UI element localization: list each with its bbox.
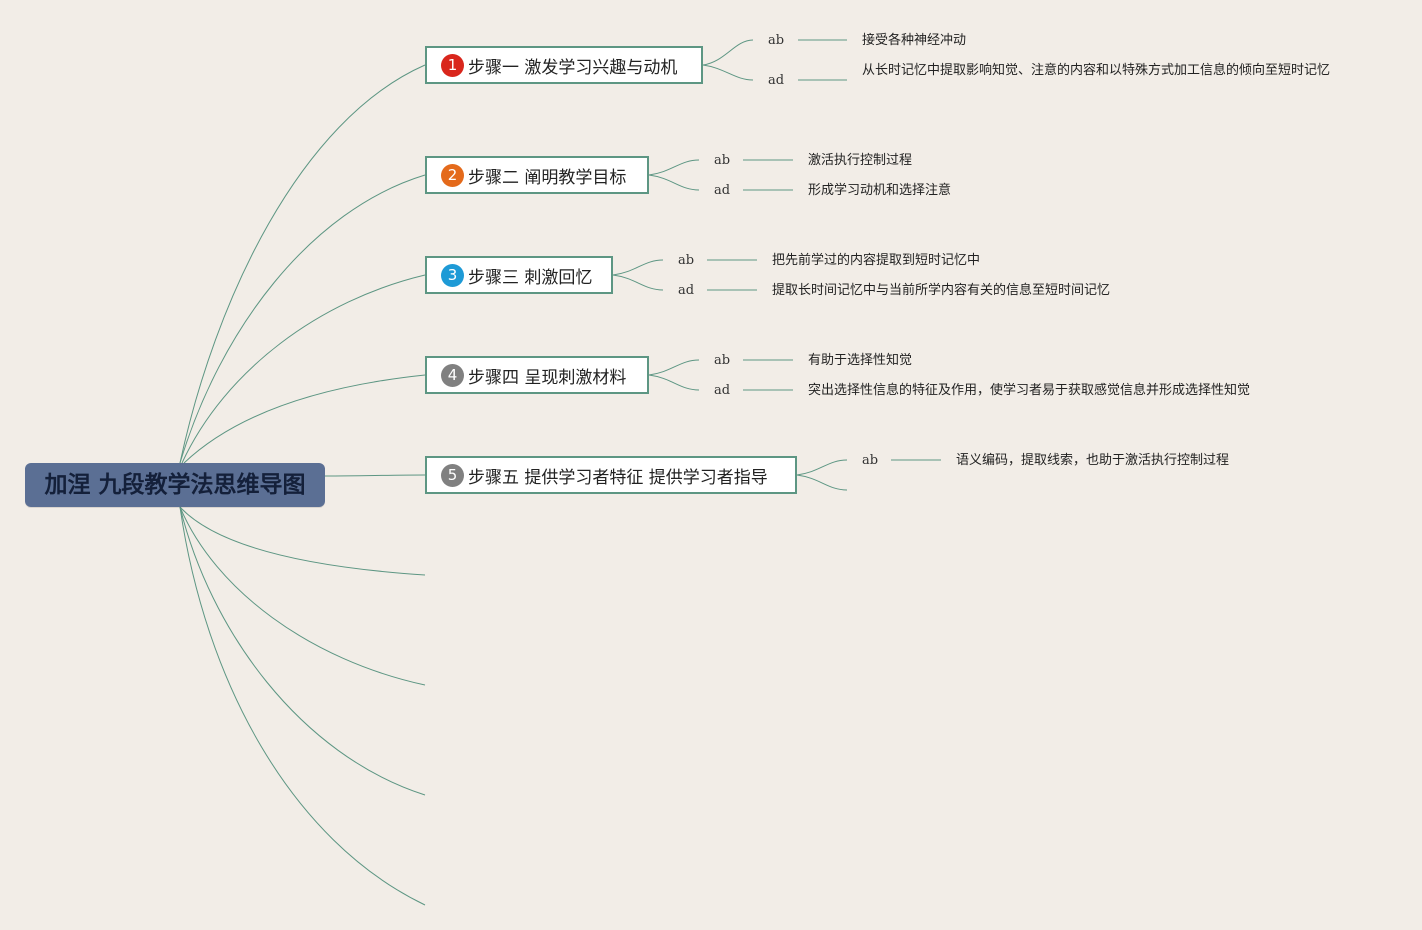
leaf-tag-step3-ad: ad	[678, 283, 695, 298]
connector-root-empty-1	[179, 506, 426, 576]
connector-root-step3	[181, 274, 426, 464]
leaf-text-step2-ad[interactable]: 形成学习动机和选择注意	[808, 183, 952, 198]
leaf-tag-step4-ab: ab	[714, 353, 731, 368]
step-label: 步骤一 激发学习兴趣与动机	[468, 57, 678, 78]
step-node-4[interactable]: 4 步骤四 呈现刺激材料	[425, 356, 649, 394]
connector-root-empty-2	[179, 506, 426, 686]
step-number-badge: 4	[441, 363, 464, 387]
connector-root-step4	[183, 374, 426, 464]
step-number-badge: 2	[441, 163, 464, 187]
leaf-tag-step2-ab: ab	[714, 153, 731, 168]
leaf-text-step5-ab[interactable]: 语义编码，提取线索，也助于激活执行控制过程	[956, 453, 1230, 468]
fork-step5-ab	[796, 459, 848, 476]
leaf-text-step3-ab[interactable]: 把先前学过的内容提取到短时记忆中	[772, 253, 981, 268]
connector-root-empty-4	[179, 506, 426, 906]
connector-root-step5	[324, 474, 426, 477]
step-label: 步骤五 提供学习者特征 提供学习者指导	[468, 467, 768, 488]
leaf-tag-step1-ad: ad	[768, 73, 785, 88]
fork-step3-ab	[612, 259, 664, 276]
connector-root-step1	[179, 64, 426, 464]
fork-step1-ad	[702, 64, 754, 81]
leaf-text-step2-ab[interactable]: 激活执行控制过程	[808, 153, 913, 168]
step-node-1[interactable]: 1 步骤一 激发学习兴趣与动机	[425, 46, 703, 84]
leaf-text-step1-ad[interactable]: 从长时记忆中提取影响知觉、注意的内容和以特殊方式加工信息的倾向至短时记忆	[862, 63, 1331, 78]
step-node-2[interactable]: 2 步骤二 阐明教学目标	[425, 156, 649, 194]
step-number-badge: 3	[441, 263, 464, 287]
step-node-5[interactable]: 5 步骤五 提供学习者特征 提供学习者指导	[425, 456, 797, 494]
step-label: 步骤二 阐明教学目标	[468, 167, 627, 188]
fork-step3-ad	[612, 274, 664, 291]
step-number-badge: 5	[441, 463, 464, 487]
root-topic[interactable]: 加涅 九段教学法思维导图	[25, 463, 325, 507]
leaf-text-step1-ab[interactable]: 接受各种神经冲动	[862, 33, 967, 48]
leaf-tag-step5-ab: ab	[862, 453, 879, 468]
leaf-tag-step1-ab: ab	[768, 33, 785, 48]
fork-step4-ab	[648, 359, 700, 376]
fork-step4-ad	[648, 374, 700, 391]
leaf-tag-step3-ab: ab	[678, 253, 695, 268]
fork-step2-ab	[648, 159, 700, 176]
leaf-tag-step2-ad: ad	[714, 183, 731, 198]
step-node-3[interactable]: 3 步骤三 刺激回忆	[425, 256, 613, 294]
fork-step1-ab	[702, 39, 754, 66]
connector-root-empty-3	[179, 506, 426, 796]
step-label: 步骤四 呈现刺激材料	[468, 367, 627, 388]
leaf-text-step3-ad[interactable]: 提取长时间记忆中与当前所学内容有关的信息至短时间记忆	[772, 283, 1111, 298]
leaf-text-step4-ab[interactable]: 有助于选择性知觉	[808, 353, 913, 368]
step-number-badge: 1	[441, 53, 464, 77]
step-label: 步骤三 刺激回忆	[468, 267, 593, 288]
fork-step5-empty	[796, 474, 848, 491]
connector-root-step2	[179, 174, 426, 464]
leaf-tag-step4-ad: ad	[714, 383, 731, 398]
leaf-text-step4-ad[interactable]: 突出选择性信息的特征及作用，使学习者易于获取感觉信息并形成选择性知觉	[808, 383, 1251, 398]
fork-step2-ad	[648, 174, 700, 191]
